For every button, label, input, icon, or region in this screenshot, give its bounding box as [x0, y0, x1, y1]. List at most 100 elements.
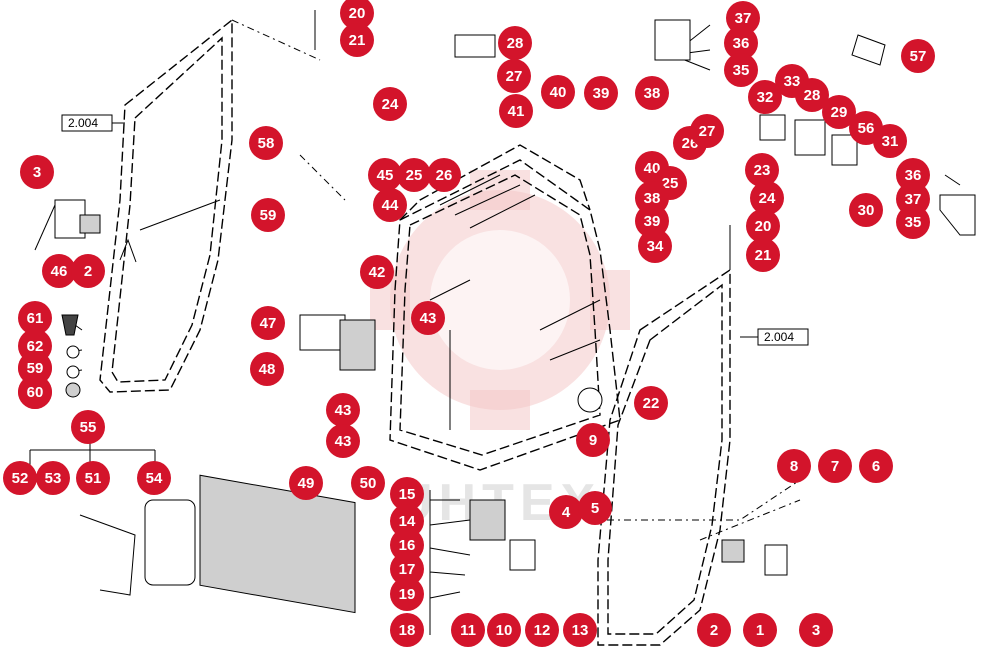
- callout-39: 39: [635, 204, 669, 238]
- callout-35: 35: [724, 53, 758, 87]
- callout-circle: [390, 477, 424, 511]
- callout-61: 61: [18, 301, 52, 335]
- callout-20: 20: [746, 209, 780, 243]
- callout-circle: [859, 449, 893, 483]
- callout-circle: [368, 158, 402, 192]
- callout-number: 36: [905, 167, 922, 184]
- callout-35: 35: [896, 205, 930, 239]
- callout-circle: [360, 255, 394, 289]
- callout-53: 53: [36, 461, 70, 495]
- callout-circle: [690, 114, 724, 148]
- callout-number: 55: [80, 419, 97, 436]
- callout-number: 11: [460, 622, 476, 639]
- callout-number: 20: [755, 218, 772, 235]
- callout-circle: [451, 613, 485, 647]
- callout-number: 24: [759, 190, 776, 207]
- callout-circle: [326, 393, 360, 427]
- callout-circle: [373, 188, 407, 222]
- callout-7: 7: [818, 449, 852, 483]
- ref-label-right: 2.004: [764, 330, 794, 344]
- callout-number: 45: [377, 167, 394, 184]
- callout-number: 38: [644, 190, 661, 207]
- callout-number: 58: [258, 135, 275, 152]
- callout-circle: [20, 155, 54, 189]
- callout-circle: [251, 198, 285, 232]
- callout-number: 8: [790, 458, 798, 475]
- callout-number: 38: [644, 85, 661, 102]
- callout-36: 36: [724, 26, 758, 60]
- callout-number: 39: [644, 213, 661, 230]
- callout-number: 3: [812, 622, 820, 639]
- callout-49: 49: [289, 466, 323, 500]
- callout-circle: [42, 254, 76, 288]
- callout-number: 43: [335, 402, 352, 419]
- callout-circle: [487, 613, 521, 647]
- callout-number: 61: [27, 310, 44, 327]
- callout-number: 27: [506, 68, 523, 85]
- callout-number: 2: [84, 263, 92, 280]
- callout-47: 47: [251, 306, 285, 340]
- callout-circle: [411, 301, 445, 335]
- callout-circle: [497, 59, 531, 93]
- callout-circle: [137, 461, 171, 495]
- callout-27: 27: [497, 59, 531, 93]
- callout-55: 55: [71, 410, 105, 444]
- callout-circle: [390, 577, 424, 611]
- callout-39: 39: [584, 76, 618, 110]
- callout-37: 37: [726, 1, 760, 35]
- callout-number: 48: [259, 361, 276, 378]
- callout-circle: [289, 466, 323, 500]
- nut-part: [65, 382, 81, 398]
- callout-circle: [390, 552, 424, 586]
- callout-45: 45: [368, 158, 402, 192]
- callout-circle: [726, 1, 760, 35]
- callout-circle: [18, 301, 52, 335]
- callout-circle: [750, 181, 784, 215]
- callout-circle: [498, 26, 532, 60]
- callout-number: 62: [27, 338, 44, 355]
- callout-24: 24: [750, 181, 784, 215]
- callout-60: 60: [18, 375, 52, 409]
- callout-circle: [697, 613, 731, 647]
- callout-48: 48: [250, 352, 284, 386]
- callout-number: 52: [12, 470, 29, 487]
- callout-number: 27: [699, 123, 716, 140]
- callout-circle: [635, 76, 669, 110]
- callout-circle: [745, 153, 779, 187]
- callout-number: 4: [562, 504, 571, 521]
- callout-24: 24: [373, 87, 407, 121]
- callout-circle: [549, 495, 583, 529]
- callout-20: 20: [340, 0, 374, 30]
- callout-9: 9: [576, 423, 610, 457]
- callout-50: 50: [351, 466, 385, 500]
- callout-number: 34: [647, 238, 664, 255]
- callout-14: 14: [390, 504, 424, 538]
- callout-circle: [390, 504, 424, 538]
- callout-number: 31: [882, 133, 899, 150]
- pad-part: [79, 214, 101, 234]
- callout-circle: [397, 158, 431, 192]
- callout-36: 36: [896, 158, 930, 192]
- box-part-48: [339, 319, 376, 371]
- callout-number: 59: [260, 207, 277, 224]
- cab-frame: [389, 144, 621, 471]
- callout-number: 35: [905, 214, 922, 231]
- callout-number: 19: [399, 586, 416, 603]
- callout-number: 29: [831, 104, 848, 121]
- callout-circle: [250, 352, 284, 386]
- callout-number: 43: [335, 433, 352, 450]
- callout-number: 12: [534, 622, 551, 639]
- callout-circle: [499, 94, 533, 128]
- callout-number: 50: [360, 475, 377, 492]
- callout-circle: [390, 613, 424, 647]
- callout-34: 34: [638, 229, 672, 263]
- lamp-part-22: [577, 387, 603, 413]
- callout-circle: [795, 78, 829, 112]
- bracket-part-14: [469, 499, 506, 541]
- latch-part-1: [764, 544, 788, 576]
- callout-circle: [873, 124, 907, 158]
- callout-circle: [896, 205, 930, 239]
- callout-circle: [638, 229, 672, 263]
- callout-43: 43: [411, 301, 445, 335]
